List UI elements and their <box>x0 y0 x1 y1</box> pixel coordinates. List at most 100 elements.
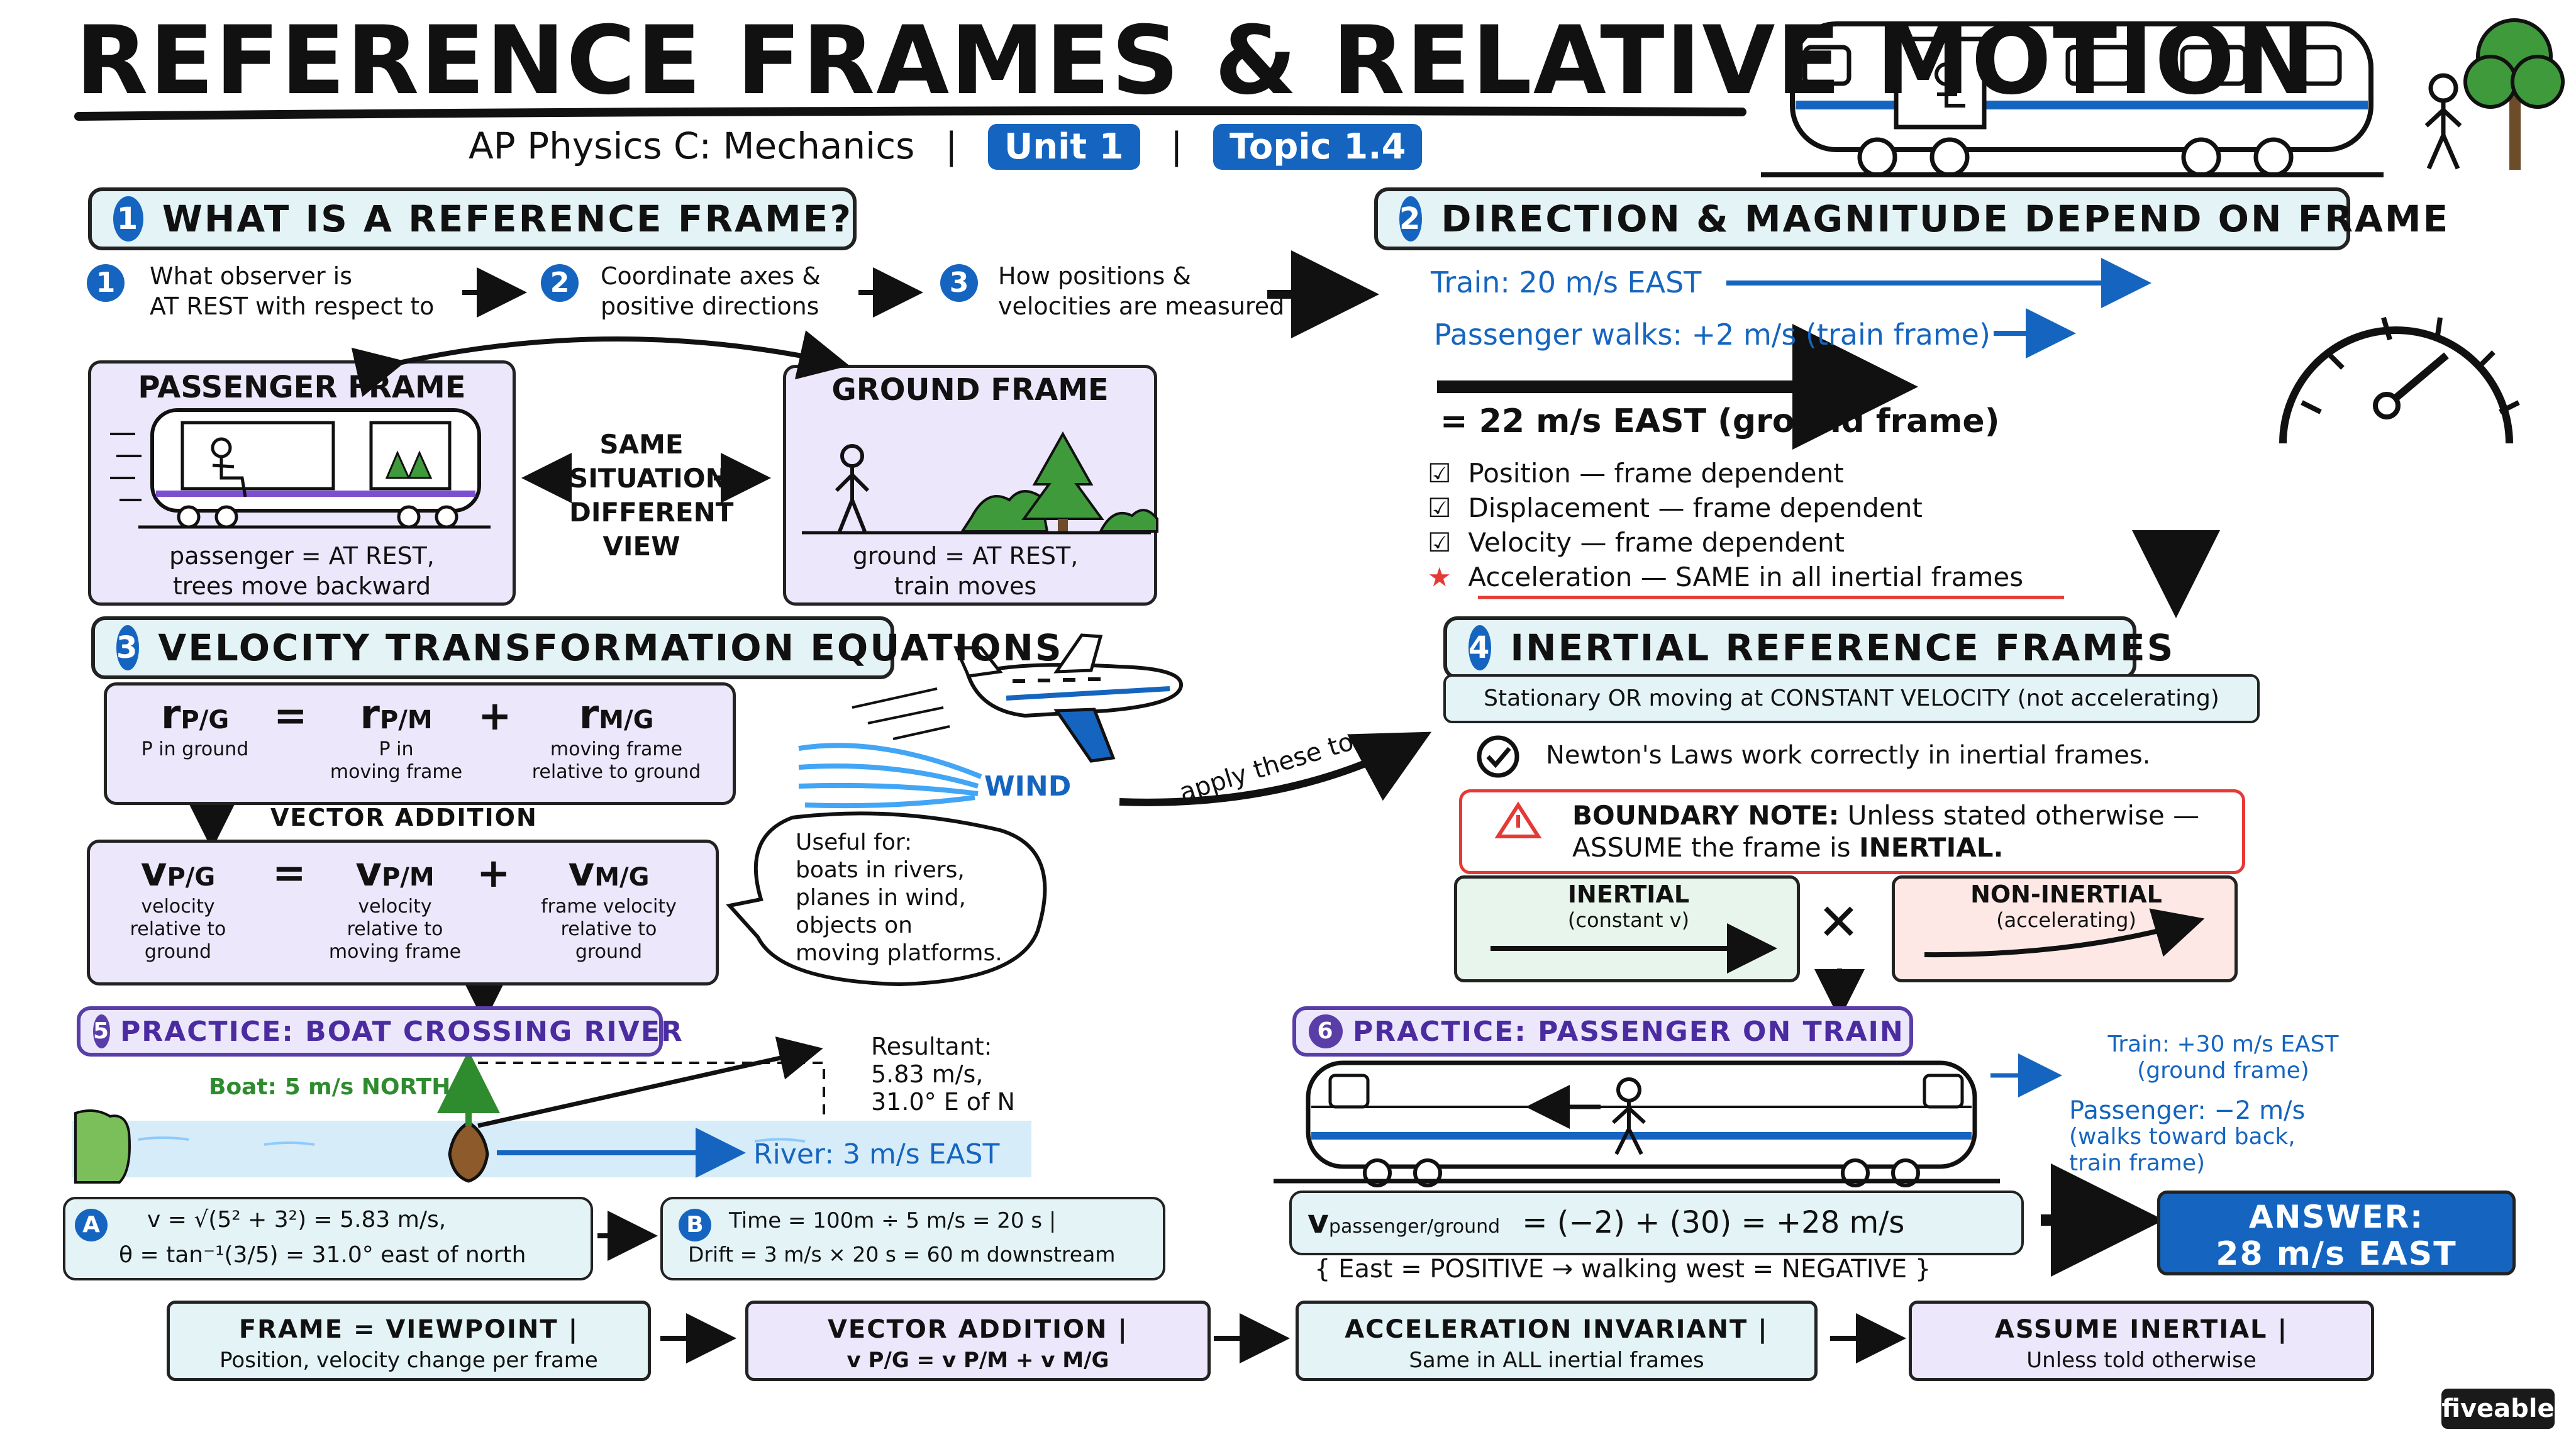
non-inertial-title: NON-INERTIAL <box>1970 880 2162 908</box>
non-inertial-sub: (accelerating) <box>1996 908 2136 932</box>
step-3-number: 3 <box>940 264 978 302</box>
step-3-line2: velocities are measured <box>998 292 1285 320</box>
r-vector: r <box>160 692 181 738</box>
section3-number: 3 <box>116 625 140 670</box>
section6-number: 6 <box>1309 1014 1343 1048</box>
section4-number: 4 <box>1468 625 1492 670</box>
summary-acceleration-invariant: ACCELERATION INVARIANT | Same in ALL ine… <box>1296 1301 1818 1381</box>
checkbox-icon: ☑ <box>1428 527 1452 558</box>
section5-number: 5 <box>93 1014 111 1048</box>
part-a-box: A v = √(5² + 3²) = 5.83 m/s, θ = tan⁻¹(3… <box>63 1197 593 1280</box>
part-a-line2: θ = tan⁻¹(3/5) = 31.0° east of north <box>119 1242 526 1268</box>
part-b-box: B Time = 100m ÷ 5 m/s = 20 s | Drift = 3… <box>660 1197 1165 1280</box>
separator: | <box>945 125 958 167</box>
sign-convention-note: { East = POSITIVE → walking west = NEGAT… <box>1314 1255 1931 1284</box>
section1-header: 1 WHAT IS A REFERENCE FRAME? <box>88 187 857 250</box>
course-subtitle: AP Physics C: Mechanics | Unit 1 | Topic… <box>469 124 1423 170</box>
check-item-position: ☑ Position — frame dependent <box>1428 458 1844 489</box>
title-underline <box>74 106 1746 121</box>
airplane-illustration <box>852 633 1183 763</box>
part-b-line2: Drift = 3 m/s × 20 s = 60 m downstream <box>688 1242 1116 1267</box>
check-item-velocity: ☑ Velocity — frame dependent <box>1428 527 1845 558</box>
checkbox-icon: ☑ <box>1428 492 1452 523</box>
ground-frame-title: GROUND FRAME <box>831 372 1109 408</box>
section4-header: 4 INERTIAL REFERENCE FRAMES <box>1443 616 2173 679</box>
speedometer-icon <box>2279 316 2520 444</box>
star-icon: ★ <box>1428 562 1452 592</box>
section6-header: 6 PRACTICE: PASSENGER ON TRAIN <box>1292 1006 1913 1057</box>
section5-title: PRACTICE: BOAT CROSSING RIVER <box>120 1015 684 1048</box>
resultant-label: Resultant: 5.83 m/s, 31.0° E of N <box>871 1033 1015 1116</box>
answer-value: 28 m/s EAST <box>2216 1235 2457 1273</box>
section2-passenger: Passenger walks: +2 m/s (train frame) <box>1434 318 1990 352</box>
r-vector: r <box>579 692 599 738</box>
step-1-number: 1 <box>87 264 125 302</box>
boundary-note-box: BOUNDARY NOTE: Unless stated otherwise —… <box>1459 789 2245 874</box>
unit-badge: Unit 1 <box>987 124 1140 170</box>
r-vector: r <box>360 692 380 738</box>
section5-header: 5 PRACTICE: BOAT CROSSING RIVER <box>77 1006 682 1057</box>
section2-number: 2 <box>1399 196 1423 242</box>
inertial-title: INERTIAL <box>1567 880 1690 908</box>
section6-equation-box: vpassenger/ground = (−2) + (30) = +28 m/… <box>1289 1191 2024 1255</box>
section2-title: DIRECTION & MAGNITUDE DEPEND ON FRAME <box>1441 197 2450 240</box>
useful-for-bubble: Useful for: boats in rivers, planes in w… <box>796 830 1002 966</box>
section2-train: Train: 20 m/s EAST <box>1431 265 1702 299</box>
section1-number: 1 <box>113 196 143 242</box>
page-title: REFERENCE FRAMES & RELATIVE MOTION <box>75 6 2317 116</box>
section6-passenger-label: Passenger: −2 m/s (walks toward back, tr… <box>2069 1096 2306 1176</box>
step-3-line1: How positions & <box>998 262 1192 290</box>
step-1-line2: AT REST with respect to <box>150 292 435 320</box>
stick-figure-top <box>2424 73 2462 170</box>
step-2-line2: positive directions <box>601 292 819 320</box>
wind-label: WIND <box>984 770 1072 802</box>
tree-top <box>2463 18 2565 170</box>
boat-velocity-label: Boat: 5 m/s NORTH <box>209 1074 451 1100</box>
ground-frame-caption1: ground = AT REST, <box>852 542 1079 570</box>
boundary-note-label: BOUNDARY NOTE: <box>1572 800 1840 831</box>
newton-laws-note: Newton's Laws work correctly in inertial… <box>1546 741 2151 770</box>
answer-label: ANSWER: <box>2248 1199 2424 1235</box>
section1-title: WHAT IS A REFERENCE FRAME? <box>162 197 853 240</box>
v-vector: v <box>140 849 167 896</box>
train-illustration-practice <box>1274 1060 2000 1187</box>
wind-lines <box>798 743 982 809</box>
summary-vector-addition: VECTOR ADDITION | v P/G = v P/M + v M/G <box>745 1301 1211 1381</box>
velocity-equation-box: vP/G velocity relative to ground = vP/M … <box>87 840 719 985</box>
ground-frame-illustration <box>802 431 1158 535</box>
section2-result: = 22 m/s EAST (ground frame) <box>1440 402 2000 440</box>
river-velocity-label: River: 3 m/s EAST <box>753 1138 1000 1170</box>
section6-train-label: Train: +30 m/s EAST (ground frame) <box>2107 1031 2339 1084</box>
inertial-definition: Stationary OR moving at CONSTANT VELOCIT… <box>1443 674 2260 723</box>
summary-assume-inertial: ASSUME INERTIAL | Unless told otherwise <box>1909 1301 2374 1381</box>
section6-title: PRACTICE: PASSENGER ON TRAIN <box>1353 1015 1904 1048</box>
vector-addition-label: VECTOR ADDITION <box>270 804 538 831</box>
summary-frame-viewpoint: FRAME = VIEWPOINT | Position, velocity c… <box>167 1301 651 1381</box>
passenger-frame-caption2: trees move backward <box>172 572 431 600</box>
check-item-acceleration: ★ Acceleration — SAME in all inertial fr… <box>1428 562 2024 592</box>
section2-header: 2 DIRECTION & MAGNITUDE DEPEND ON FRAME <box>1374 187 2448 250</box>
step-2-line1: Coordinate axes & <box>601 262 821 290</box>
ground-frame-caption2: train moves <box>894 572 1037 600</box>
part-a-line1: v = √(5² + 3²) = 5.83 m/s, <box>147 1207 447 1233</box>
v-vector: v <box>1307 1203 1329 1241</box>
passenger-frame-caption1: passenger = AT REST, <box>169 542 435 570</box>
step-1-line1: What observer is <box>150 262 353 290</box>
section3-header: 3 VELOCITY TRANSFORMATION EQUATIONS <box>91 616 1062 679</box>
frame-dependence-list: ☑ Position — frame dependent ☑ Displacem… <box>1428 456 2023 594</box>
versus-cross-icon: ✕ <box>1818 893 1860 952</box>
same-situation-label: SAME SITUATION DIFFERENT VIEW <box>569 429 734 562</box>
train-illustration-top <box>1761 21 2384 177</box>
v-vector: v <box>568 849 595 896</box>
course-name: AP Physics C: Mechanics <box>469 125 915 167</box>
inertial-sub: (constant v) <box>1567 908 1690 932</box>
fiveable-logo: fiveable <box>2441 1389 2555 1429</box>
answer-box: ANSWER: 28 m/s EAST <box>2157 1191 2516 1275</box>
checkbox-icon: ☑ <box>1428 458 1452 489</box>
separator: | <box>1170 125 1183 167</box>
river-boat-illustration <box>72 1036 1031 1184</box>
section4-title: INERTIAL REFERENCE FRAMES <box>1510 626 2175 669</box>
part-a-badge: A <box>75 1209 108 1241</box>
section3-title: VELOCITY TRANSFORMATION EQUATIONS <box>158 626 1063 669</box>
